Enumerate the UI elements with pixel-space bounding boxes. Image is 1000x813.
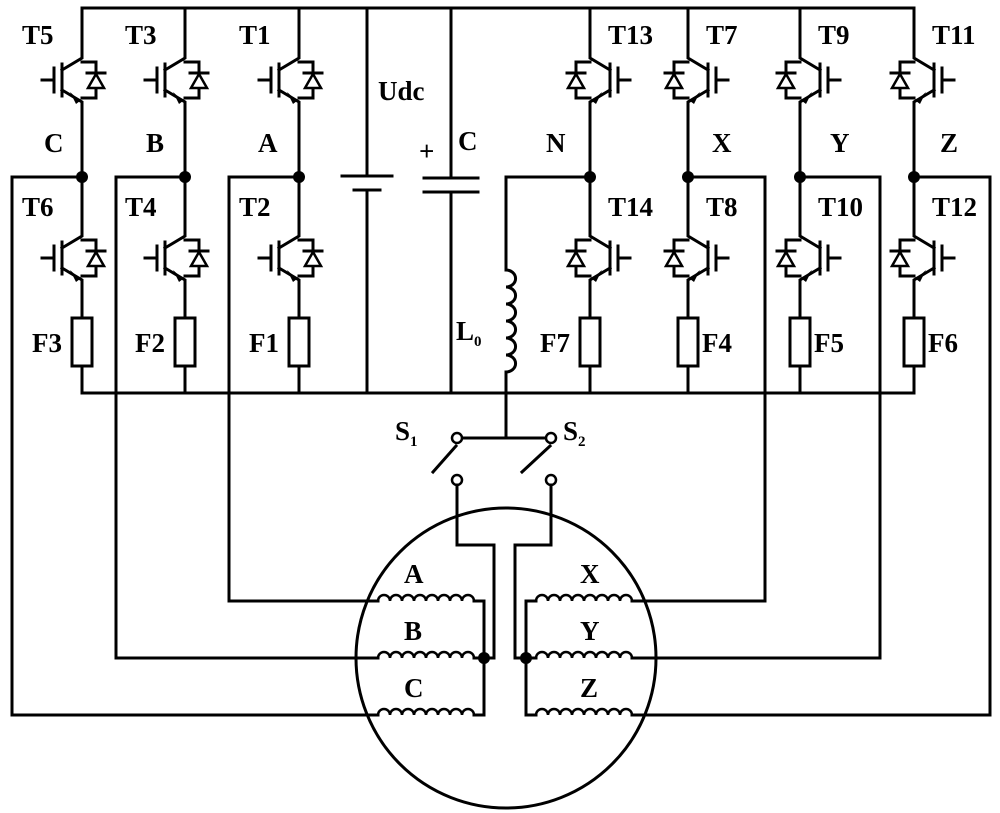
igbt-t2: T2	[239, 192, 324, 292]
node-label: X	[712, 128, 732, 158]
igbt-t4: T4	[125, 192, 210, 292]
winding-c-label: C	[404, 673, 424, 703]
igbt-t14: T14	[565, 192, 653, 292]
transistor-label: T10	[818, 192, 863, 222]
switch-s2-label: S2	[563, 416, 586, 450]
igbt-t11: T11	[889, 20, 976, 114]
left-windings: A B C	[376, 559, 496, 717]
igbt-t8: T8	[663, 192, 738, 292]
fuse-f6: F6	[902, 316, 958, 368]
transistor-label: T5	[22, 20, 54, 50]
switch-s1-label: S1	[395, 416, 418, 450]
transistor-label: T3	[125, 20, 157, 50]
winding-x-label: X	[580, 559, 600, 589]
winding-a-label: A	[404, 559, 424, 589]
transistor-label: T12	[932, 192, 977, 222]
fuse-label: F2	[135, 328, 165, 358]
igbt-t3: T3	[125, 20, 210, 114]
node-label: N	[546, 128, 566, 158]
transistor-label: T9	[818, 20, 850, 50]
fuse-f1: F1	[249, 316, 311, 368]
igbt-t13: T13	[565, 20, 653, 114]
dc-source: Udc	[340, 6, 425, 395]
igbt-t12: T12	[889, 192, 977, 292]
fuse-f5: F5	[788, 316, 844, 368]
transistor-label: T11	[932, 20, 976, 50]
fuse-label: F7	[540, 328, 570, 358]
fuse-label: F4	[702, 328, 732, 358]
node-label: A	[258, 128, 278, 158]
phase-connections	[10, 175, 992, 717]
node-label: C	[44, 128, 64, 158]
node-label: Y	[830, 128, 850, 158]
fuse-label: F3	[32, 328, 62, 358]
igbt-t10: T10	[775, 192, 863, 292]
winding-y-label: Y	[580, 616, 600, 646]
inductor-label: L0	[456, 316, 482, 350]
fuse-label: F1	[249, 328, 279, 358]
fuse-f2: F2	[135, 316, 197, 368]
fuse-f3: F3	[32, 316, 94, 368]
transistor-label: T2	[239, 192, 271, 222]
node-label: Z	[940, 128, 958, 158]
transistor-label: T6	[22, 192, 54, 222]
igbt-t6: T6	[22, 192, 107, 292]
fuse-layer: F3 F2 F1 F7 F4 F5 F6	[32, 316, 958, 368]
inductor: L0	[456, 175, 518, 440]
igbt-t1: T1	[239, 20, 324, 114]
capacitor-plus: +	[419, 136, 434, 166]
igbt-t9: T9	[775, 20, 850, 114]
igbt-t5: T5	[22, 20, 107, 114]
transistor-label: T8	[706, 192, 738, 222]
node-labels: C B A N X Y Z	[44, 128, 958, 158]
transistor-label: T1	[239, 20, 271, 50]
fuse-label: F5	[814, 328, 844, 358]
midpoint-dots	[76, 171, 920, 183]
winding-z-label: Z	[580, 673, 598, 703]
transistor-label: T13	[608, 20, 653, 50]
switch-assembly: S1 S2	[395, 416, 586, 660]
fuse-f4: F4	[676, 316, 732, 368]
right-windings: X Y Z	[513, 559, 634, 717]
fuse-f7: F7	[540, 316, 602, 368]
igbt-t7: T7	[663, 20, 738, 114]
transistor-label: T4	[125, 192, 157, 222]
node-label: B	[146, 128, 164, 158]
capacitor: + C	[419, 6, 480, 395]
fuse-label: F6	[928, 328, 958, 358]
udc-label: Udc	[378, 76, 425, 106]
capacitor-label: C	[458, 126, 478, 156]
transistor-label: T7	[706, 20, 738, 50]
winding-b-label: B	[404, 616, 422, 646]
transistor-label: T14	[608, 192, 653, 222]
